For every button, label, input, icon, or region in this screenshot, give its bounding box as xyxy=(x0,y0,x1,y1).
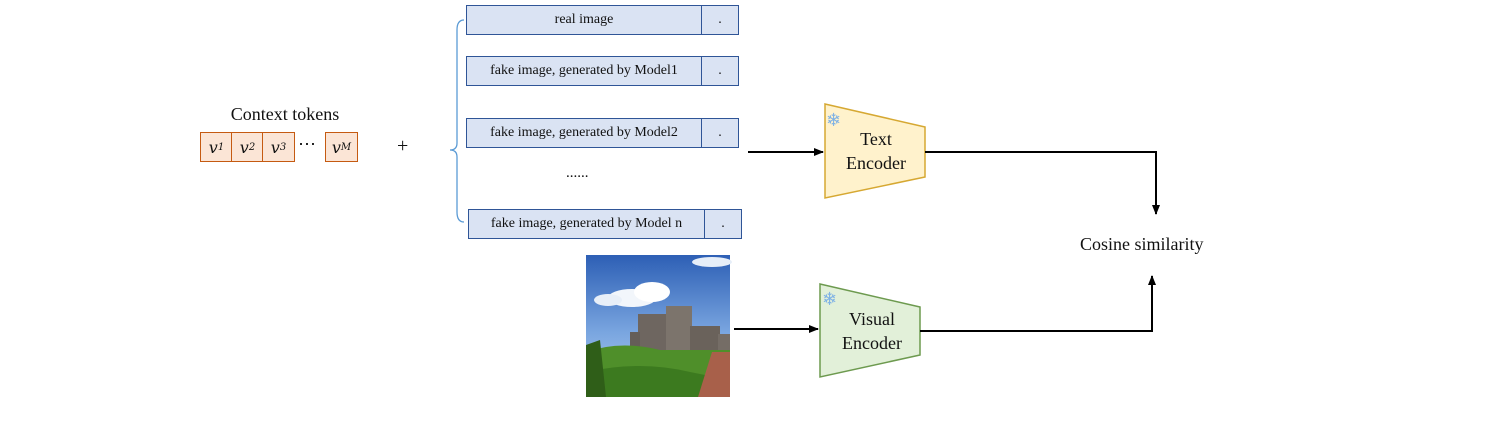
prompt-suffix: . xyxy=(718,12,722,27)
visual-encoder-line2: Encoder xyxy=(842,333,902,353)
prompt-text: fake image, generated by Model n xyxy=(469,210,705,238)
context-token-ellipsis: ⋯ xyxy=(298,134,316,155)
token-subscript: 1 xyxy=(217,141,225,153)
text-encoder-line2: Encoder xyxy=(846,153,906,173)
text-to-similarity-arrow xyxy=(925,151,1160,215)
prompt-ellipsis: ...... xyxy=(566,165,589,181)
prompt-bracket xyxy=(449,19,465,223)
token-base: v xyxy=(239,137,249,157)
snowflake-icon: ❄ xyxy=(822,289,838,310)
token-base: v xyxy=(208,137,218,157)
text-encoder-label: Text Encoder xyxy=(836,127,916,175)
visual-encoder-label: Visual Encoder xyxy=(831,307,913,355)
prompt-suffix: . xyxy=(718,125,722,140)
token-subscript: 2 xyxy=(248,141,256,153)
cosine-similarity-label: Cosine similarity xyxy=(1080,234,1204,254)
text-encoder-shape xyxy=(824,103,926,199)
visual-to-similarity-arrow xyxy=(920,275,1156,332)
token-base: v xyxy=(270,137,280,157)
token-subscript: 3 xyxy=(279,141,287,153)
text-encoder-line1: Text xyxy=(860,129,892,149)
prompt-text: fake image, generated by Model2 xyxy=(467,119,702,147)
token-subscript: M xyxy=(340,141,352,153)
prompt-suffix: . xyxy=(721,216,725,231)
prompt-text: real image xyxy=(467,6,702,34)
input-image xyxy=(586,255,732,397)
visual-encoder-line1: Visual xyxy=(849,309,895,329)
prompt-row-real: real image . xyxy=(466,5,739,35)
context-tokens-title: Context tokens xyxy=(230,104,340,124)
plus-sign: + xyxy=(397,135,409,157)
visual-encoder-shape xyxy=(819,283,921,378)
prompt-row-model-n: fake image, generated by Model n . xyxy=(468,209,742,239)
prompt-suffix: . xyxy=(718,63,722,78)
snowflake-icon: ❄ xyxy=(826,110,842,131)
prompt-row-model2: fake image, generated by Model2 . xyxy=(466,118,739,148)
prompt-text: fake image, generated by Model1 xyxy=(467,57,702,85)
prompt-row-model1: fake image, generated by Model1 . xyxy=(466,56,739,86)
token-base: v xyxy=(331,137,341,157)
